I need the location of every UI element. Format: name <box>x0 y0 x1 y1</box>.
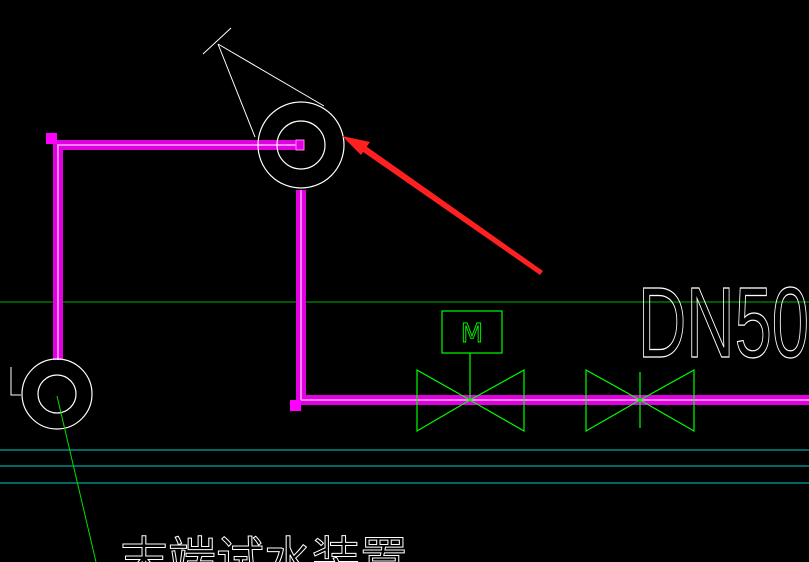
leader-tick <box>202 27 232 55</box>
red-arrow-shaft <box>356 142 543 275</box>
riser-outer-circle <box>257 101 345 189</box>
motor-actuator-box <box>441 310 503 354</box>
riser-bottom-outer-circle <box>21 358 93 430</box>
riser-bottom-inner-circle <box>37 374 77 414</box>
gate-valve-body-left <box>585 368 642 433</box>
bottom-note-text[interactable]: 末端试水装置 <box>120 532 409 562</box>
pipe-left-riser-highlight <box>57 144 301 360</box>
riser-bottom-tick <box>10 367 21 396</box>
motor-valve-body-right <box>468 368 525 433</box>
gate-valve[interactable] <box>585 368 695 433</box>
gate-valve-body-right <box>638 368 695 433</box>
pipe-size-label[interactable]: DN50 <box>637 266 809 379</box>
pipe-end-cap <box>295 139 305 151</box>
leader-line-b <box>217 43 325 107</box>
note-leader-line <box>56 395 97 562</box>
leader-line-a <box>217 43 256 138</box>
red-arrow-head <box>342 136 370 155</box>
grip-point-top-left[interactable] <box>46 133 57 144</box>
motor-valve-body-left <box>416 368 472 433</box>
red-annotation-arrow <box>342 136 543 275</box>
grip-point-bottom[interactable] <box>290 400 301 411</box>
motor-valve-label: M <box>461 319 483 349</box>
motorized-valve[interactable]: M <box>416 310 525 433</box>
riser-symbol-bottom[interactable] <box>10 358 93 430</box>
riser-symbol-top[interactable] <box>202 27 345 189</box>
riser-inner-circle <box>276 120 326 170</box>
